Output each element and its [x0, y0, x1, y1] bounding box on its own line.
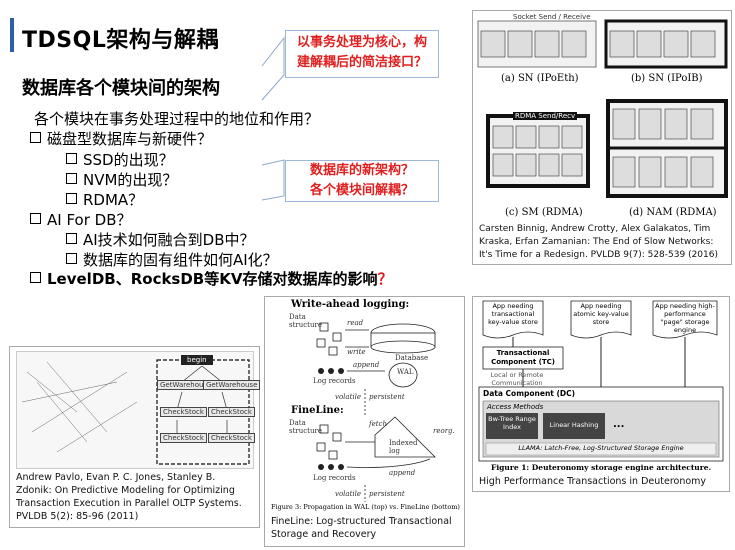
panel-network-architectures: Socket Send / Receive RDMA Send/Recv (a)… — [472, 10, 732, 265]
fineline-append: append — [389, 469, 416, 477]
wal-append: append — [353, 361, 380, 369]
fineline-log-records: Log records — [313, 474, 356, 482]
markov-begin-node: begin — [181, 355, 213, 365]
caption-network-paper: Carsten Binnig, Andrew Crotty, Alex Gala… — [479, 224, 718, 260]
bullet-kv-storage: LevelDB、RocksDB等KV存储对数据库的影响？ — [30, 268, 393, 289]
fineline-reorg: reorg. — [433, 427, 455, 435]
bullet-ai-integration: AI技术如何融合到DB中？ — [66, 229, 255, 250]
markov-node: CheckStock — [160, 433, 207, 443]
caption-markov-paper: Andrew Pavlo, Evan P. C. Jones, Stanley … — [16, 472, 242, 522]
fineline-data-structure: Data structure — [289, 419, 322, 435]
fineline-fetch: fetch — [369, 420, 387, 428]
wal-heading: Write-ahead logging: — [291, 299, 410, 310]
bullet-ai-components: 数据库的固有组件如何AI化？ — [66, 249, 278, 270]
label-sm-rdma: (c) SM (RDMA) — [505, 207, 583, 218]
checkbox-square-icon — [66, 173, 77, 184]
callout-new-architecture: 数据库的新架构？各个模块间解耦？ — [285, 160, 439, 202]
wal-log-records: Log records — [313, 377, 356, 385]
wal-read: read — [347, 319, 364, 327]
wal-diagram — [316, 322, 436, 502]
checkbox-square-icon — [30, 272, 41, 283]
wal-database: Database — [395, 354, 429, 362]
label-nam-rdma: (d) NAM (RDMA) — [629, 207, 717, 218]
communication-label: Local or Remote Communication — [490, 371, 544, 387]
wal-figure-caption: Figure 3: Propagation in WAL (top) vs. F… — [271, 503, 460, 511]
wal-label: WAL — [397, 368, 414, 376]
checkbox-square-icon — [66, 233, 77, 244]
wal-data-structure: Data structure — [289, 313, 322, 329]
page-title: TDSQL架构与解耦 — [22, 28, 219, 53]
bullet-ssd: SSD的出现？ — [66, 149, 174, 170]
bullet-hardware: 磁盘型数据库与新硬件？ — [30, 128, 212, 149]
panel-deuteronomy: App needing transactional key-value stor… — [472, 296, 730, 492]
data-component: Data Component (DC) — [483, 389, 576, 398]
markov-node: CheckStock — [208, 433, 255, 443]
checkbox-square-icon — [30, 132, 41, 143]
markov-node: GetWarehouse — [203, 380, 261, 390]
linear-hashing: Linear Hashing — [549, 421, 599, 429]
rdma-label: RDMA Send/Recv — [513, 112, 578, 120]
bullet-ai: AI For DB？ — [30, 209, 132, 230]
socket-label: Socket Send / Receive — [513, 13, 591, 21]
label-sn-ipoib: (b) SN (IPoIB) — [631, 73, 703, 84]
checkbox-square-icon — [30, 213, 41, 224]
deuteronomy-figure-caption: Figure 1: Deuteronomy storage engine arc… — [491, 463, 712, 472]
app-page-storage: App needing high-performance "page" stor… — [655, 302, 715, 334]
fineline-volatile: volatile — [335, 490, 362, 498]
more-methods: ... — [613, 419, 625, 430]
access-methods: Access Methods — [487, 403, 544, 411]
llama-engine: LLAMA: Latch-Free, Log-Structured Storag… — [518, 444, 684, 452]
app-atomic: App needing atomic key-value store — [573, 302, 629, 326]
transactional-component: Transactional Component (TC) — [491, 349, 555, 366]
checkbox-square-icon — [66, 253, 77, 264]
title-accent-bar — [10, 18, 14, 52]
panel-wal-fineline: Write-ahead logging: Data structure re — [264, 296, 465, 547]
markov-node: CheckStock — [160, 407, 207, 417]
checkbox-square-icon — [66, 193, 77, 204]
markov-node: CheckStock — [208, 407, 255, 417]
bullet-nvm: NVM的出现？ — [66, 169, 177, 190]
deuteronomy-diagram — [478, 300, 724, 462]
fineline-persistent: persistent — [369, 490, 405, 498]
callout-transaction-core: 以事务处理为核心，构建解耦后的简洁接口？ — [285, 30, 439, 78]
fineline-indexed-log: Indexed log — [389, 439, 418, 455]
caption-fineline-paper: FineLine: Log-structured Transactional S… — [271, 516, 452, 540]
wal-write: write — [347, 348, 366, 356]
page-subtitle: 数据库各个模块间的架构 — [22, 78, 220, 99]
checkbox-square-icon — [66, 153, 77, 164]
network-diagram — [477, 19, 728, 198]
wal-persistent: persistent — [369, 393, 405, 401]
panel-markov-model: begin GetWarehouse GetWarehouse CheckSto… — [9, 346, 261, 528]
fineline-heading: FineLine: — [291, 405, 344, 416]
wal-volatile: volatile — [335, 393, 362, 401]
bullet-intro: 各个模块在事务处理过程中的地位和作用？ — [34, 110, 320, 128]
bwtree-index: Bw-Tree Range Index — [488, 415, 536, 431]
app-transactional: App needing transactional key-value stor… — [488, 302, 538, 326]
bullet-rdma: RDMA？ — [66, 189, 143, 210]
label-sn-ipoeth: (a) SN (IPoEth) — [501, 73, 579, 84]
caption-deuteronomy-paper: High Performance Transactions in Deutero… — [479, 476, 707, 487]
